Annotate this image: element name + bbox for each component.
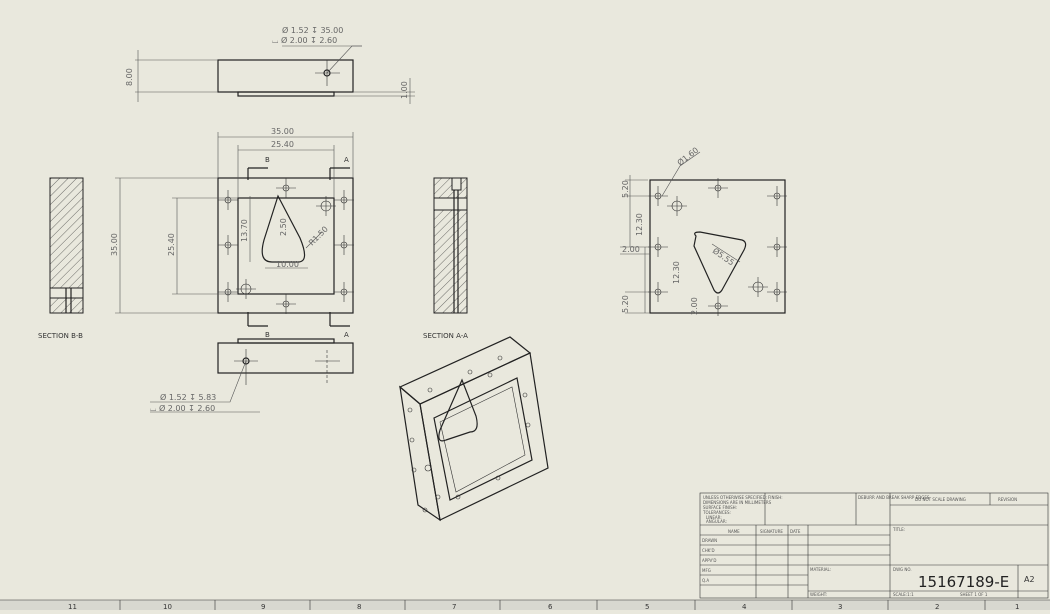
cut-label-b-bottom: B xyxy=(265,331,270,339)
drawing-number: 15167189-E xyxy=(918,573,1009,591)
dim-tri-radius: 2.50 xyxy=(279,218,288,236)
zone-8: 8 xyxy=(357,603,361,610)
dim-right-5-20-top: 5.20 xyxy=(621,180,630,198)
title-block xyxy=(699,492,1049,599)
dim-right-tri-dia: Ø5.55 xyxy=(711,245,736,267)
zone-1: 1 xyxy=(1015,603,1019,610)
section-b-view xyxy=(49,177,84,314)
tb-note-2: SURFACE FINISH: xyxy=(703,505,737,510)
zone-7: 7 xyxy=(452,603,456,610)
tb-scale: SCALE:1:1 xyxy=(893,592,914,597)
tb-deburr: DEBURR AND BREAK SHARP EDGES xyxy=(858,495,930,500)
dim-right-2-00-bottom: 2.00 xyxy=(690,297,699,315)
tb-finish: FINISH: xyxy=(768,495,783,500)
section-b-label: SECTION B-B xyxy=(38,332,83,340)
tb-note-0: UNLESS OTHERWISE SPECIFIED: xyxy=(703,495,767,500)
tb-col-date: DATE xyxy=(790,529,801,534)
zone-2: 2 xyxy=(935,603,939,610)
zone-9: 9 xyxy=(261,603,265,610)
dim-height-inner: 25.40 xyxy=(167,233,176,256)
tb-revision: REVISION xyxy=(998,497,1017,502)
top-edge-view xyxy=(135,45,415,104)
zone-3: 3 xyxy=(838,603,842,610)
tb-title-label: TITLE: xyxy=(892,527,905,532)
front-view xyxy=(115,132,354,327)
zone-10: 10 xyxy=(163,603,172,610)
zone-4: 4 xyxy=(742,603,747,610)
bottom-callout-line1: Ø 1.52 ↧ 5.83 xyxy=(160,392,216,402)
dim-top-step: 1.00 xyxy=(400,81,409,99)
tb-sheet: SHEET 1 OF 1 xyxy=(960,592,988,597)
zone-6: 6 xyxy=(548,603,553,610)
cut-label-a-top: A xyxy=(344,156,349,164)
dim-right-12-30-bottom: 12.30 xyxy=(672,261,681,284)
tb-note-1: DIMENSIONS ARE IN MILLIMETERS xyxy=(703,500,772,505)
top-callout-line2: ⌴ Ø 2.00 ↧ 2.60 xyxy=(272,35,337,45)
tb-row-appvd: APPV'D xyxy=(702,558,716,563)
tb-dwg-no-label: DWG NO. xyxy=(893,567,912,572)
tb-col-signature: SIGNATURE xyxy=(760,529,783,534)
dim-right-2-00: 2.00 xyxy=(622,245,640,254)
section-a-view xyxy=(433,177,468,314)
dim-right-hole: Ø1.60 xyxy=(675,145,700,168)
tb-dont-scale: DO NOT SCALE DRAWING xyxy=(915,497,966,502)
dim-width-inner: 25.40 xyxy=(271,140,294,149)
tb-material: MATERIAL: xyxy=(810,567,831,572)
tb-note-5: ANGULAR: xyxy=(706,519,727,524)
section-a-label: SECTION A-A xyxy=(423,332,468,340)
sheet-size: A2 xyxy=(1024,575,1035,584)
dim-right-5-20-bottom: 5.20 xyxy=(621,295,630,313)
border-zones xyxy=(0,599,1050,610)
bottom-callout-line2: ⌴ Ø 2.00 ↧ 2.60 xyxy=(150,403,215,413)
tb-row-drawn: DRAWN xyxy=(702,538,717,543)
tb-row-qa: Q.A xyxy=(702,578,709,583)
dim-tri-height: 13.70 xyxy=(240,219,249,242)
cut-label-b-top: B xyxy=(265,156,270,164)
right-view xyxy=(620,151,787,316)
zone-11: 11 xyxy=(68,603,77,610)
dim-tri-base: 10.00 xyxy=(276,260,299,269)
zone-5: 5 xyxy=(645,603,649,610)
tb-row-mfg: MFG xyxy=(702,568,711,573)
isometric-view xyxy=(398,336,549,522)
tb-note-3: TOLERANCES: xyxy=(702,510,731,515)
tb-weight: WEIGHT: xyxy=(810,592,827,597)
dim-tri-radius2: R1.50 xyxy=(307,225,330,248)
dim-top-height: 8.00 xyxy=(125,68,134,86)
tb-row-chkd: CHK'D xyxy=(702,548,715,553)
cut-label-a-bottom: A xyxy=(344,331,349,339)
dim-height-outer: 35.00 xyxy=(110,233,119,256)
dim-width-outer: 35.00 xyxy=(271,127,294,136)
tb-note-4: LINEAR: xyxy=(706,515,722,520)
dim-right-12-30-top: 12.30 xyxy=(635,213,644,236)
bottom-edge-view xyxy=(150,338,354,413)
top-callout-line1: Ø 1.52 ↧ 35.00 xyxy=(282,25,343,35)
tb-col-name: NAME xyxy=(728,529,740,534)
